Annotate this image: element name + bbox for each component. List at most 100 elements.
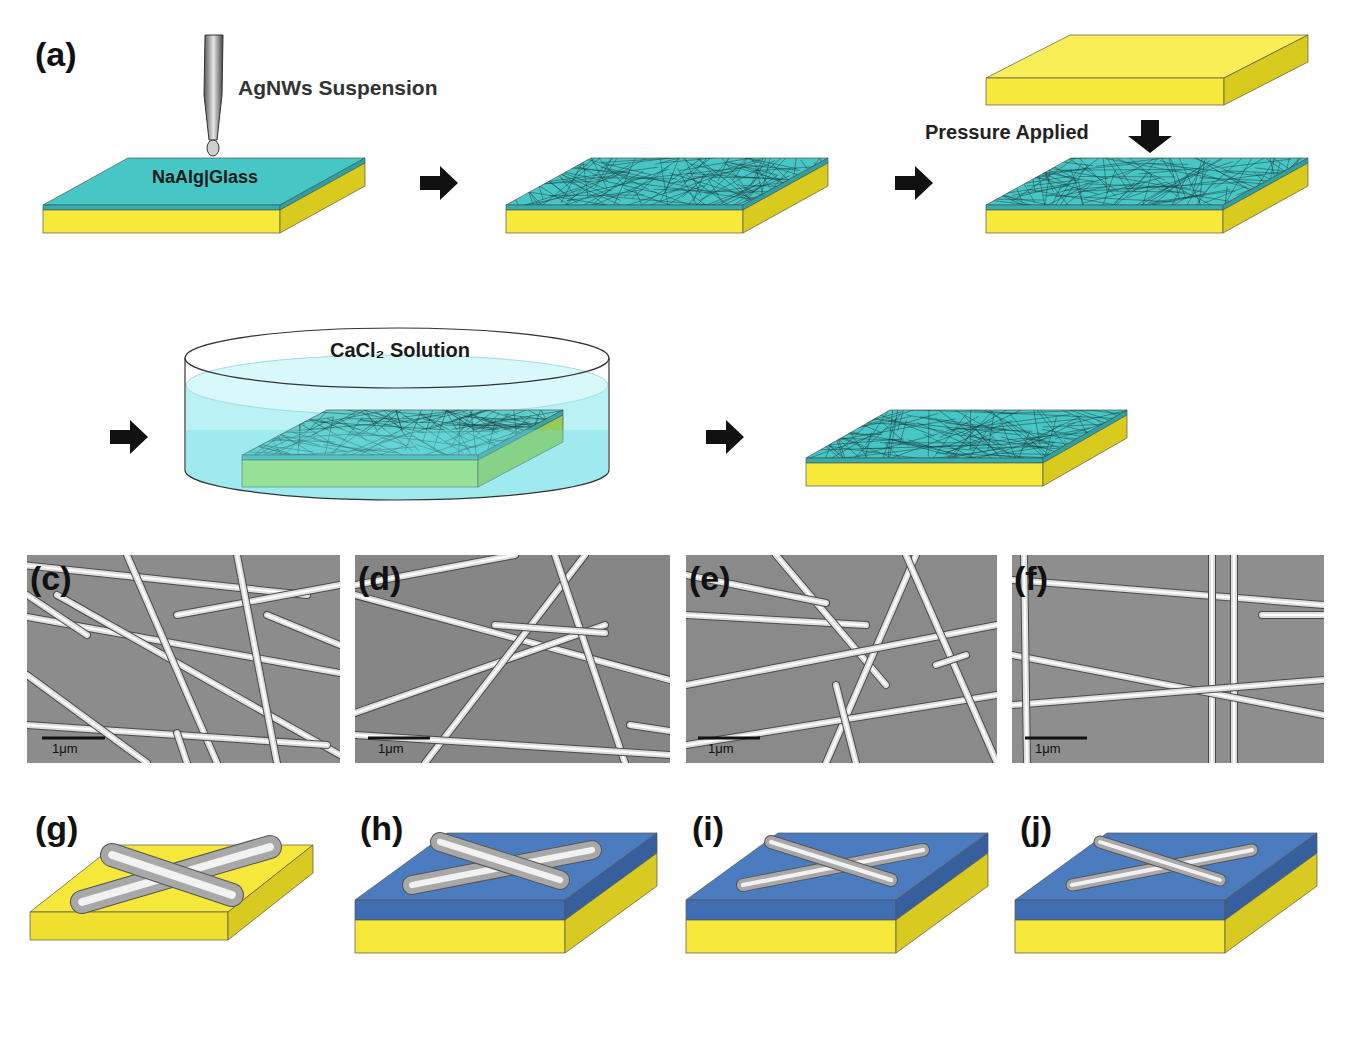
nanowire <box>807 175 839 202</box>
nanowire <box>1046 186 1061 219</box>
sem-nanowire <box>630 725 670 731</box>
nanowire <box>739 169 790 226</box>
sem-nanowire <box>1208 555 1216 763</box>
nanowire <box>753 165 836 170</box>
nanowire <box>935 418 996 461</box>
panel-letter: (h) <box>360 810 403 847</box>
nanowire <box>488 181 601 186</box>
nanowire <box>941 154 1039 167</box>
nanowire <box>791 433 859 439</box>
nanowire <box>975 141 1066 184</box>
nanowire <box>242 417 335 432</box>
panel-letter: (i) <box>692 810 724 847</box>
scale-bar-label: 1μm <box>708 742 734 756</box>
sem-nanowire <box>1012 655 1324 715</box>
nanowire <box>802 421 864 447</box>
sem-nanowire <box>1262 612 1324 618</box>
nanowire <box>920 417 1043 435</box>
panel-letter: (c) <box>30 560 72 597</box>
panel-letter: (j) <box>1020 810 1052 847</box>
panel-letter: (f) <box>1014 560 1048 597</box>
nanowire <box>1168 152 1180 199</box>
sem-nanowire <box>177 733 187 763</box>
sem-nanowire <box>1211 555 1213 763</box>
sem-nanowire <box>1012 680 1324 705</box>
sem-nanowire <box>630 725 670 731</box>
substrate-slabs <box>43 35 1308 233</box>
sem-nanowire <box>1209 555 1215 763</box>
nanowire <box>794 168 844 193</box>
nanowire <box>566 173 629 228</box>
process-arrows <box>110 120 1172 454</box>
nanowire <box>666 128 691 191</box>
nanowire <box>967 139 1076 181</box>
nanowire <box>963 179 1058 221</box>
nanowire <box>655 152 700 164</box>
sem-nanowire <box>1012 680 1324 705</box>
nanowire <box>799 137 833 192</box>
nanowire <box>1037 141 1047 179</box>
nanowire <box>1034 414 1149 420</box>
sem-nanowire <box>237 555 277 763</box>
nanowire <box>474 422 602 426</box>
nanowire <box>574 153 599 175</box>
sem-nanowire <box>936 655 966 665</box>
sem-nanowire <box>1012 655 1324 715</box>
nanowire <box>1127 162 1233 198</box>
nanowire <box>1154 146 1174 179</box>
nanowire <box>1071 169 1088 217</box>
sem-nanowire <box>355 625 605 713</box>
nanowire <box>818 433 853 468</box>
nanowire-rod <box>771 842 891 880</box>
nanowire <box>1105 158 1219 179</box>
sem-nanowire <box>27 675 147 763</box>
nanowire <box>787 394 862 426</box>
nanowire <box>1280 200 1330 206</box>
nanowire <box>687 175 756 225</box>
nanowire <box>826 415 861 436</box>
nanowire <box>493 135 564 194</box>
nanowire <box>451 421 498 429</box>
nanowire <box>908 440 957 455</box>
nanowire <box>1204 186 1247 203</box>
nanowire <box>791 128 800 195</box>
scale-bar-label: 1μm <box>378 742 404 756</box>
nanowire <box>391 397 403 434</box>
nanowire <box>961 385 1049 436</box>
sem-nanowire <box>1012 580 1324 605</box>
nanowire <box>1148 191 1234 203</box>
nanowire <box>724 164 780 180</box>
nanowire <box>1078 176 1175 177</box>
nanowire <box>499 145 541 209</box>
sem-nanowire <box>27 595 87 635</box>
nanowire <box>1166 182 1237 218</box>
nanowire <box>733 145 756 180</box>
nanowire <box>965 155 1021 173</box>
nanowire <box>992 150 996 187</box>
nanowire <box>694 177 756 178</box>
nanowire <box>1192 130 1209 193</box>
nanowire <box>1270 147 1309 189</box>
pipette <box>204 35 223 156</box>
nanowire <box>1002 453 1124 456</box>
nanowire <box>524 139 608 182</box>
nanowire-rod <box>440 842 560 880</box>
nanowire-rod <box>440 842 560 880</box>
nanowire <box>883 423 909 446</box>
nanowire <box>606 155 693 165</box>
nanowire <box>884 413 939 429</box>
nanowire <box>1129 186 1170 209</box>
nanowire <box>612 151 639 210</box>
nanowire <box>928 176 1049 193</box>
nanowire <box>544 165 612 191</box>
nanowire <box>987 454 1054 462</box>
nanowire <box>1030 165 1035 192</box>
nanowire <box>429 392 547 429</box>
sem-nanowire <box>630 725 670 731</box>
nanowire <box>1141 169 1197 216</box>
nanowire-rod <box>1100 842 1220 880</box>
nanowire <box>989 432 1024 472</box>
nanowire <box>509 158 566 169</box>
nanowire <box>680 145 718 188</box>
sem-images <box>22 555 1324 763</box>
